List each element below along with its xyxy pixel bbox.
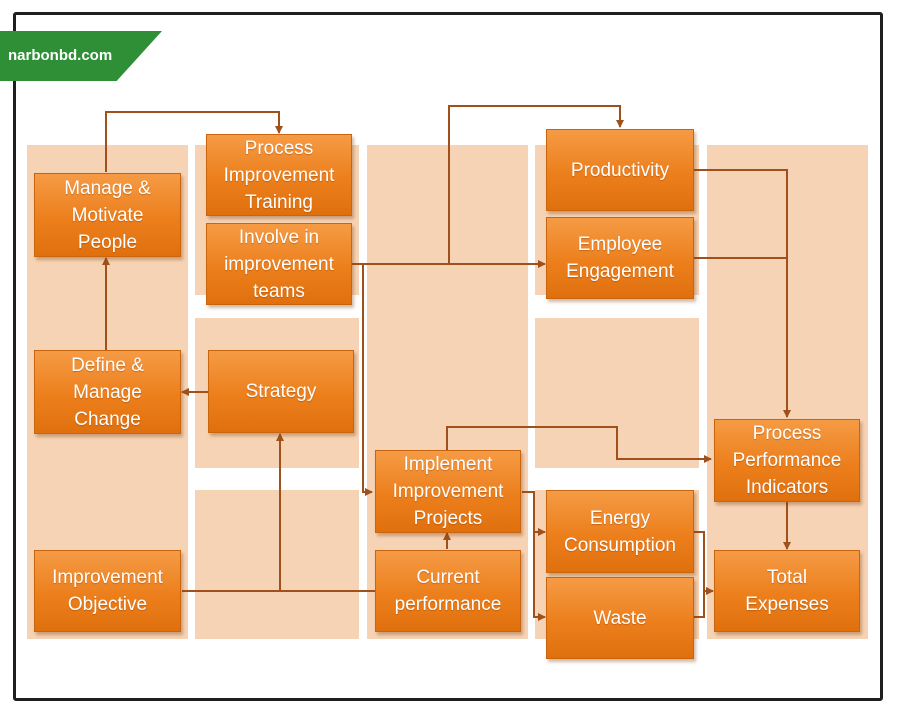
edge-objective-to-strategy [182, 433, 284, 592]
edge-implement-to-kpi [446, 426, 712, 463]
edge-productivity-to-kpi [694, 169, 791, 418]
node-define-manage-change: Define & Manage Change [34, 350, 181, 434]
node-improvement-objective: Improvement Objective [34, 550, 181, 632]
node-implement-improvement-projects: Implement Improvement Projects [375, 450, 521, 533]
edge-implement-to-waste [533, 532, 546, 621]
edge-manage-to-training [105, 111, 283, 172]
node-involve-improvement-teams: Involve in improvement teams [206, 223, 352, 305]
node-productivity: Productivity [546, 129, 694, 211]
edge-energy-to-expenses [694, 531, 714, 595]
edge-involve-to-productivity [448, 105, 624, 264]
node-process-performance-indicators: Process Performance Indicators [714, 419, 860, 502]
node-current-performance: Current performance [375, 550, 521, 632]
node-strategy: Strategy [208, 350, 354, 433]
node-process-improvement-training: Process Improvement Training [206, 134, 352, 216]
node-waste: Waste [546, 577, 694, 659]
node-manage-motivate-people: Manage & Motivate People [34, 173, 181, 257]
edge-involve-to-implement [362, 264, 373, 496]
node-total-expenses: Total Expenses [714, 550, 860, 632]
edge-waste-to-expenses [694, 591, 705, 618]
lane-2-bottom [195, 490, 359, 639]
edge-implement-to-energy [522, 491, 546, 536]
node-energy-consumption: Energy Consumption [546, 490, 694, 573]
watermark-text: narbonbd.com [8, 47, 113, 64]
node-employee-engagement: Employee Engagement [546, 217, 694, 299]
